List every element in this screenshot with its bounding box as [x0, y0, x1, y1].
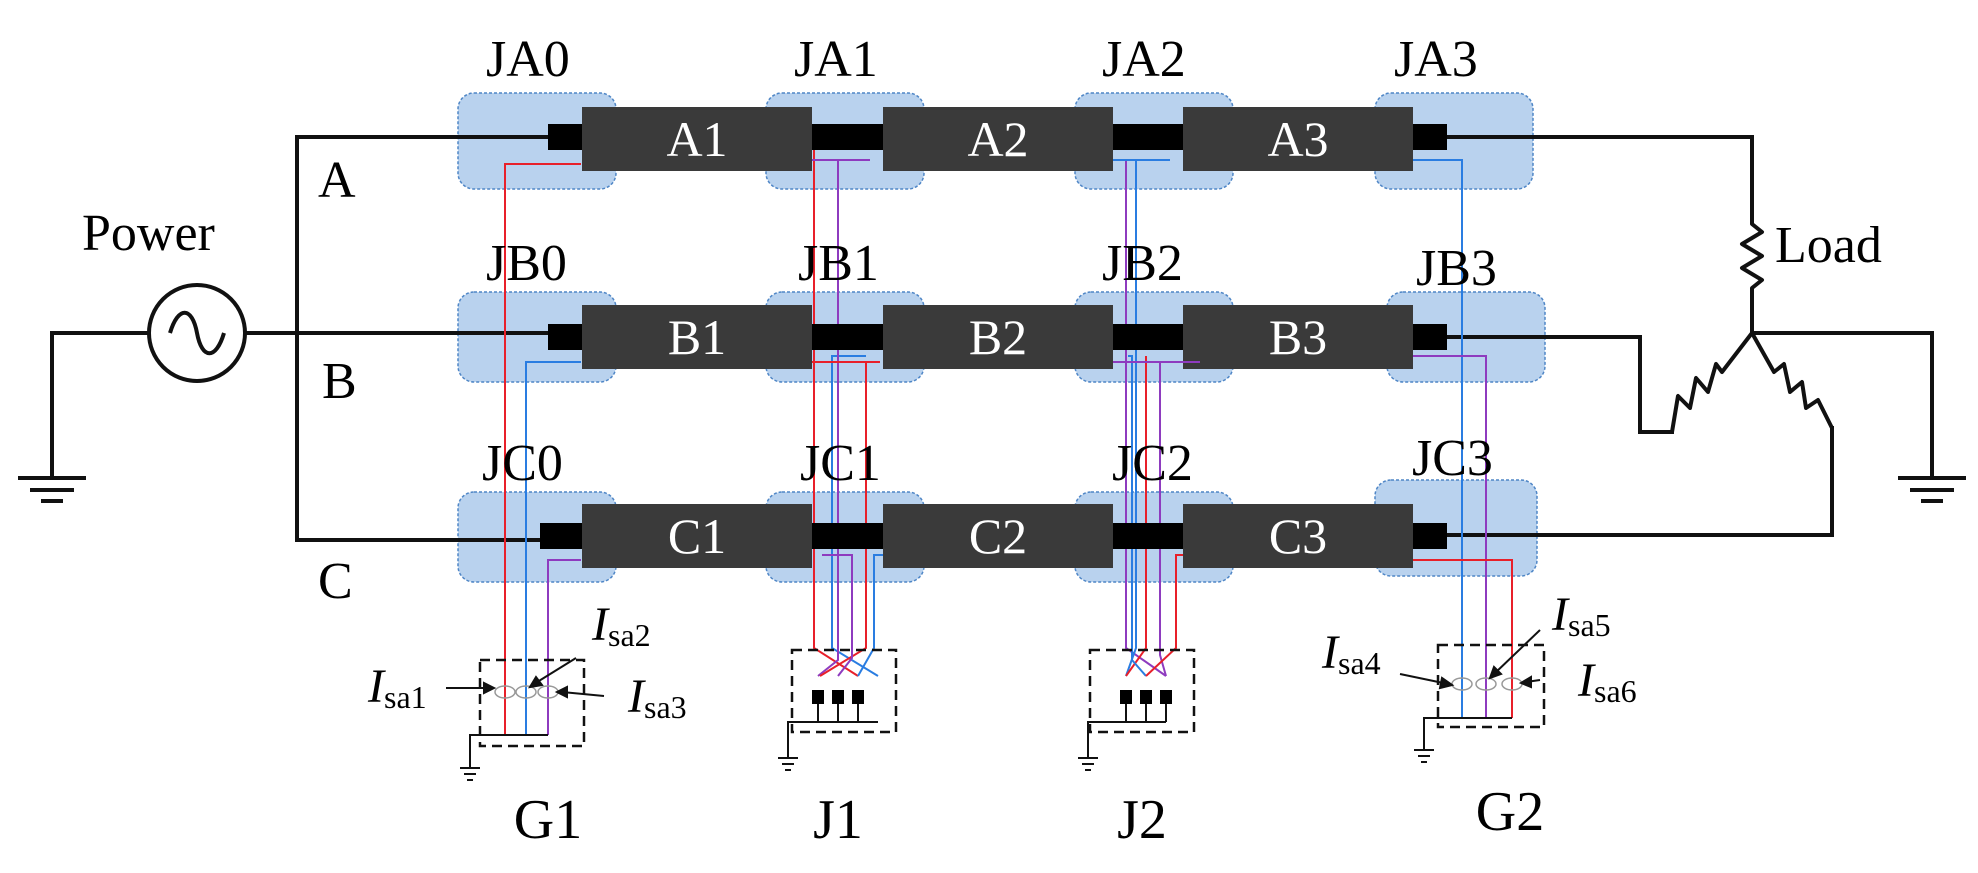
load-label: Load: [1775, 217, 1882, 274]
segment-c3: [1183, 504, 1413, 568]
segment-a2: [883, 107, 1113, 171]
box-label-g2: G2: [1476, 781, 1544, 843]
joint-label-jc3: JC3: [1412, 430, 1493, 487]
joint-labels: JA0 JA1 JA2 JA3 JB0 JB1 JB2 JB3 JC0 JC1 …: [482, 31, 1497, 492]
ground-left-icon: [18, 476, 86, 503]
joint-label-ja1: JA1: [794, 31, 878, 88]
sensor-label-isa2: Isa2: [591, 598, 651, 653]
ground-right-icon: [1898, 476, 1966, 503]
link-box-terminals: [812, 690, 1172, 704]
sensor-isa5-icon: [1475, 677, 1497, 691]
box-label-g1: G1: [514, 789, 582, 851]
joint-label-jc2: JC2: [1112, 435, 1193, 492]
ground-g2-icon: [1414, 749, 1434, 763]
joint-label-jc1: JC1: [800, 435, 881, 492]
box-labels: G1 J1 J2 G2: [514, 781, 1544, 851]
ac-source-icon: [147, 283, 247, 383]
bonding-wire-taps: [812, 159, 1200, 363]
box-label-j1: J1: [813, 789, 863, 851]
segment-a3: [1183, 107, 1413, 171]
box-j1: [790, 648, 898, 734]
joint-label-ja3: JA3: [1394, 31, 1478, 88]
joint-label-jb1: JB1: [798, 235, 879, 292]
sensor-labels: Isa1 Isa2 Isa3 Isa4 Isa5 Isa6: [367, 588, 1637, 725]
segment-label-c1: C1: [668, 508, 726, 564]
box-ground-icons: [460, 749, 1434, 781]
joint-label-jb3: JB3: [1416, 240, 1497, 297]
segment-label-a1: A1: [666, 111, 727, 167]
box-label-j2: J2: [1117, 789, 1167, 851]
phase-label-c: C: [318, 553, 353, 610]
cable-conductors: [540, 124, 1447, 549]
segment-c2: [883, 504, 1113, 568]
sensor-arrows: [446, 629, 1541, 699]
sensor-label-isa4: Isa4: [1321, 626, 1381, 681]
phase-label-a: A: [318, 152, 356, 209]
segment-a1: [582, 107, 812, 171]
segment-label-b2: B2: [969, 309, 1027, 365]
grounding-boxes: [478, 643, 1546, 748]
cable-segments: [582, 107, 1413, 568]
box-ground-wiring: [469, 698, 1512, 768]
joint-label-ja0: JA0: [486, 31, 570, 88]
segment-c1: [582, 504, 812, 568]
ground-j1-icon: [778, 757, 798, 771]
sensor-isa1-icon: [494, 685, 516, 699]
phase-label-b: B: [322, 353, 357, 410]
current-sensors: [494, 677, 1523, 699]
power-label: Power: [82, 205, 215, 262]
sensor-label-isa1: Isa1: [367, 660, 427, 715]
segment-label-b3: B3: [1269, 309, 1327, 365]
sensor-isa2-icon: [515, 685, 537, 699]
box-g2: [1436, 643, 1546, 729]
joint-label-jb0: JB0: [486, 235, 567, 292]
segment-labels: A1 A2 A3 B1 B2 B3 C1 C2 C3: [666, 111, 1328, 564]
box-j2: [1088, 648, 1196, 734]
joint-label-jc0: JC0: [482, 435, 563, 492]
load-resistors: [1670, 218, 1834, 433]
joint-label-ja2: JA2: [1102, 31, 1186, 88]
box-g1: [478, 658, 586, 748]
segment-b1: [582, 305, 812, 369]
segment-label-a2: A2: [967, 111, 1028, 167]
segment-label-a3: A3: [1267, 111, 1328, 167]
segment-label-b1: B1: [668, 309, 726, 365]
segment-label-c2: C2: [969, 508, 1027, 564]
phase-labels: A B C: [318, 152, 357, 610]
joint-bay-jb0: [457, 291, 617, 383]
sensor-label-isa3: Isa3: [627, 670, 687, 725]
sensor-label-isa6: Isa6: [1577, 654, 1637, 709]
power-wiring: [50, 135, 1934, 542]
ground-j2-icon: [1078, 757, 1098, 771]
segment-label-c3: C3: [1269, 508, 1327, 564]
segment-b2: [883, 305, 1113, 369]
segment-b3: [1183, 305, 1413, 369]
ground-g1-icon: [460, 767, 480, 781]
sensor-label-isa5: Isa5: [1551, 588, 1611, 643]
joint-label-jb2: JB2: [1102, 235, 1183, 292]
